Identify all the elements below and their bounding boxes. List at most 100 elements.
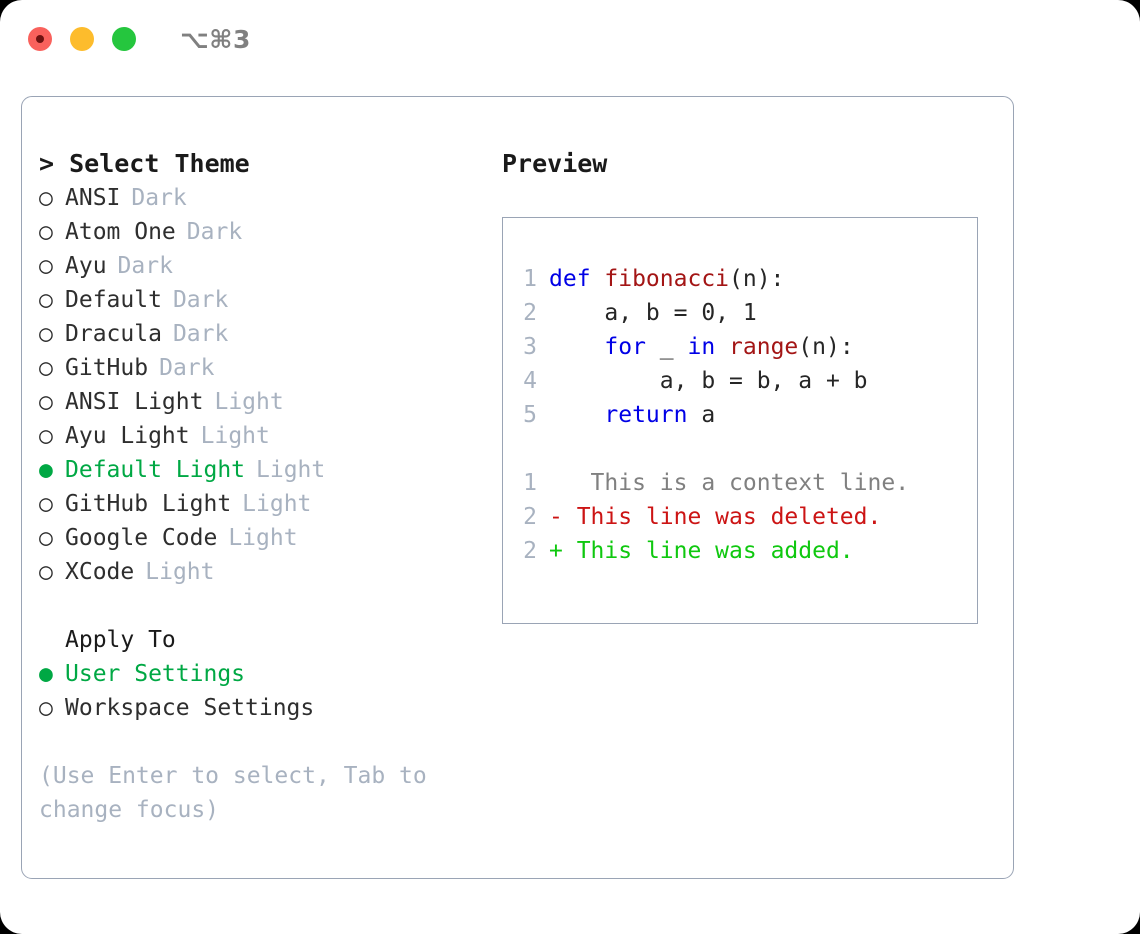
theme-name: XCode (65, 559, 135, 585)
radio-unselected-icon: ○ (39, 491, 53, 517)
line-number: 4 (523, 368, 537, 394)
diff-marker: + (549, 538, 563, 564)
radio-unselected-icon: ○ (39, 355, 53, 381)
radio-unselected-icon: ○ (39, 219, 53, 245)
radio-unselected-icon: ○ (39, 287, 53, 313)
theme-variant-label: Dark (172, 287, 229, 313)
theme-variant-label: Light (242, 491, 312, 517)
keyboard-hint: (Use Enter to select, Tab to change focu… (39, 763, 427, 823)
select-theme-heading: > Select Theme (39, 149, 250, 178)
code-token: return (604, 402, 688, 428)
theme-list-item[interactable]: ● Default Light Light (39, 453, 484, 487)
apply-to-item[interactable]: ●User Settings (39, 657, 484, 691)
keyboard-shortcut-label: ⌥⌘3 (180, 24, 251, 54)
line-number: 2 (523, 300, 537, 326)
preview-heading: Preview (502, 149, 608, 178)
maximize-button[interactable] (112, 27, 136, 51)
apply-to-label: Apply To (65, 627, 176, 653)
radio-unselected-icon: ○ (39, 695, 53, 721)
window-controls (28, 27, 136, 51)
theme-variant-label: Dark (117, 253, 173, 279)
theme-name: GitHub (65, 355, 149, 381)
theme-list-item[interactable]: ○ GitHub Light Light (39, 487, 484, 521)
theme-list-item[interactable]: ○ ANSI Light Light (39, 385, 484, 419)
theme-variant-label: Dark (172, 321, 229, 347)
theme-name: Default (65, 287, 162, 313)
code-line: 3 for _ in range(n): (515, 330, 977, 364)
code-token: in (687, 334, 716, 360)
code-token (549, 334, 604, 360)
diff-text: + This line was added. (549, 534, 854, 568)
diff-content: This line was added. (562, 538, 854, 564)
theme-list-item[interactable]: ○ Ayu Light Light (39, 419, 484, 453)
theme-list-item[interactable]: ○ XCode Light (39, 555, 484, 589)
title-bar: ⌥⌘3 (0, 0, 1140, 78)
theme-variant-label: Light (214, 389, 284, 415)
theme-name: GitHub Light (65, 491, 232, 517)
code-line: 5 return a (515, 398, 977, 432)
theme-variant-label: Dark (159, 355, 215, 381)
list-spacer (39, 589, 484, 623)
diff-content: This line was deleted. (562, 504, 882, 530)
radio-unselected-icon: ○ (39, 185, 53, 211)
code-text: return a (549, 398, 715, 432)
radio-unselected-icon: ○ (39, 321, 53, 347)
theme-name: Default Light (65, 457, 246, 483)
code-token: for (604, 334, 646, 360)
code-token: (n): (729, 266, 785, 292)
code-token: (n): (798, 334, 854, 360)
diff-marker: - (549, 504, 563, 530)
code-token: a, b = b, a + b (549, 368, 868, 394)
code-token (549, 402, 604, 428)
apply-to-name: Workspace Settings (65, 695, 315, 721)
theme-name: ANSI Light (65, 389, 204, 415)
diff-content: This is a context line. (562, 470, 910, 496)
diff-text: This is a context line. (549, 466, 910, 500)
radio-unselected-icon: ○ (39, 389, 53, 415)
apply-to-list[interactable]: ●User Settings ○ Workspace Settings (39, 657, 484, 725)
theme-variant-label: Dark (186, 219, 243, 245)
line-number: 1 (523, 470, 537, 496)
radio-selected-icon: ● (39, 661, 53, 687)
theme-name: Google Code (65, 525, 218, 551)
radio-unselected-icon: ○ (39, 423, 53, 449)
minimize-button[interactable] (70, 27, 94, 51)
code-spacer (515, 432, 977, 466)
diff-line: 2+ This line was added. (515, 534, 977, 568)
code-token: a (687, 402, 716, 428)
apply-to-item[interactable]: ○ Workspace Settings (39, 691, 484, 725)
diff-line: 2- This line was deleted. (515, 500, 977, 534)
theme-variant-label: Light (228, 525, 298, 551)
code-token: range (729, 334, 799, 360)
radio-unselected-icon: ○ (39, 559, 53, 585)
close-button[interactable] (28, 27, 52, 51)
code-text: a, b = 0, 1 (549, 296, 756, 330)
theme-list-item[interactable]: ○ Default Dark (39, 283, 484, 317)
radio-selected-icon: ● (39, 457, 53, 483)
code-line: 4 a, b = b, a + b (515, 364, 977, 398)
code-text: a, b = b, a + b (549, 364, 868, 398)
theme-variant-label: Light (200, 423, 270, 449)
theme-variant-label: Light (256, 457, 326, 483)
code-token: _ (645, 334, 688, 360)
theme-list-item[interactable]: ○ GitHub Dark (39, 351, 484, 385)
theme-list-item[interactable]: ○ Google Code Light (39, 521, 484, 555)
theme-name: Ayu Light (65, 423, 190, 449)
theme-variant-label: Dark (131, 185, 187, 211)
line-number: 3 (523, 334, 537, 360)
radio-unselected-icon: ○ (39, 525, 53, 551)
code-line: 2 a, b = 0, 1 (515, 296, 977, 330)
code-token: def (549, 266, 605, 292)
theme-variant-label: Light (145, 559, 215, 585)
